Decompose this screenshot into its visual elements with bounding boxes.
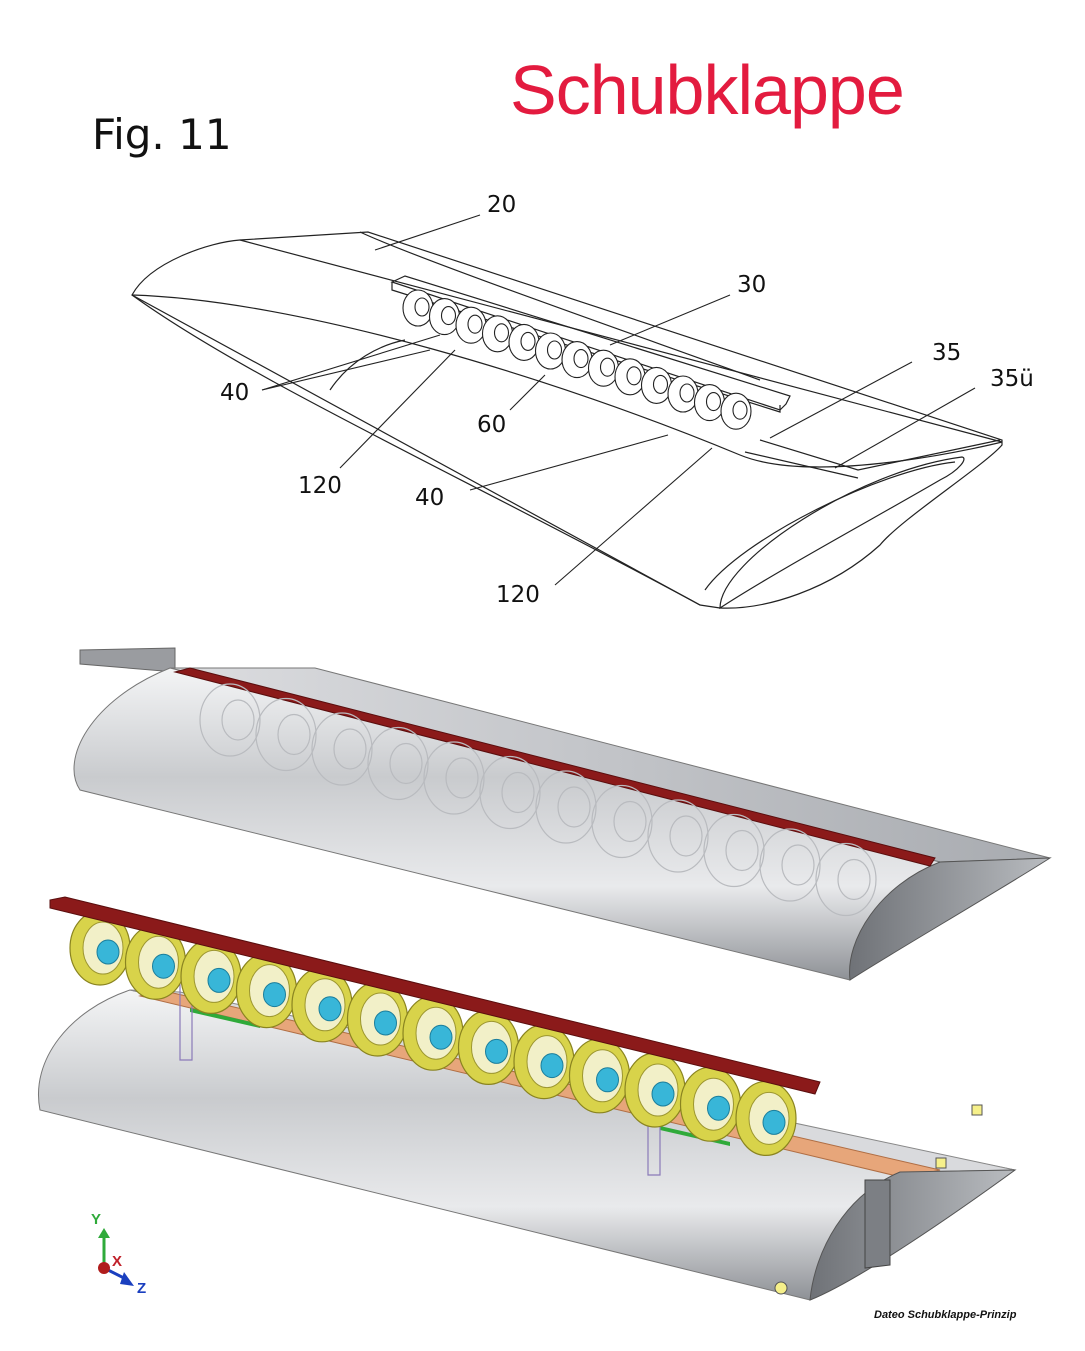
flap-slot <box>759 439 1001 471</box>
axis-z-label: Z <box>137 1280 146 1297</box>
fan-unit <box>587 349 620 387</box>
fan-unit <box>124 924 187 1000</box>
spar-extension <box>79 647 176 673</box>
fan-ghost <box>423 741 485 815</box>
axis-triad: Y X Z <box>91 1211 146 1297</box>
fan-unit <box>180 938 242 1015</box>
open-fan-row <box>69 910 797 1157</box>
fan-unit <box>457 1009 520 1086</box>
callout-20: 20 <box>487 192 516 218</box>
callout-35: 35 <box>932 340 961 366</box>
fan-unit <box>346 981 409 1057</box>
axis-x-label: X <box>112 1253 122 1270</box>
callout-35u: 35ü <box>990 366 1034 392</box>
fan-unit <box>455 306 487 344</box>
fan-ghost <box>367 726 429 801</box>
leader-lines <box>261 214 976 586</box>
wing-end-inner <box>704 461 956 591</box>
open-end-rib <box>864 1179 891 1269</box>
fan-ghost <box>255 697 317 772</box>
fan-ghost <box>199 683 261 757</box>
fan-ghost <box>591 784 653 859</box>
fan-unit <box>568 1038 631 1114</box>
line-drawing-fans <box>402 289 752 430</box>
fan-ghost <box>759 828 821 902</box>
fan-unit <box>402 995 464 1071</box>
footer-caption: Dateo Schubklappe-Prinzip <box>874 1309 1017 1321</box>
callout-120-left: 120 <box>298 473 342 499</box>
fan-unit <box>534 332 567 370</box>
fan-unit <box>735 1080 797 1157</box>
wing-mid-line <box>131 294 1003 468</box>
callout-60: 60 <box>477 412 506 438</box>
open-wing-end <box>809 1169 1017 1301</box>
axis-x-origin-icon <box>98 1262 110 1274</box>
closed-wing-end <box>849 857 1052 981</box>
fan-unit <box>624 1052 686 1128</box>
callout-40-left: 40 <box>220 380 249 406</box>
wing-lower-line <box>131 294 701 606</box>
fan-unit <box>428 298 461 336</box>
fan-unit <box>513 1023 575 1100</box>
fan-unit <box>720 392 752 430</box>
wing-outline <box>131 231 1003 609</box>
axis-y-label: Y <box>91 1211 101 1228</box>
line-drawing <box>131 231 1003 610</box>
fan-unit <box>693 384 726 422</box>
fan-ghost <box>311 712 373 786</box>
page-title: Schubklappe <box>510 51 905 129</box>
fan-unit <box>508 323 540 361</box>
fan-unit <box>481 315 514 353</box>
open-flap-bar <box>49 896 821 1095</box>
closed-fan-ghosts <box>199 683 877 917</box>
fan-unit <box>667 375 699 413</box>
marker-icon <box>774 1104 983 1295</box>
fan-ghost <box>647 799 709 873</box>
fan-ghost <box>479 755 541 830</box>
fan-unit <box>614 358 646 396</box>
fan-unit <box>561 341 593 379</box>
callout-30: 30 <box>737 272 766 298</box>
fan-ghost <box>703 813 765 888</box>
render-wing-closed <box>73 647 1052 981</box>
fan-unit <box>679 1066 742 1142</box>
callout-120-right: 120 <box>496 582 540 608</box>
callout-40-right: 40 <box>415 485 444 511</box>
fan-unit <box>235 952 298 1029</box>
wing-chord-line <box>329 339 406 391</box>
spar-line-a <box>359 231 761 381</box>
fan-unit <box>291 967 353 1043</box>
wing-end-rib <box>719 456 965 610</box>
fan-ghost <box>535 770 597 844</box>
fan-unit <box>640 366 673 404</box>
fan-unit <box>402 289 434 327</box>
fan-ghost <box>815 842 877 917</box>
flap-slot-b <box>744 451 859 479</box>
figure-label: Fig. 11 <box>92 110 232 159</box>
